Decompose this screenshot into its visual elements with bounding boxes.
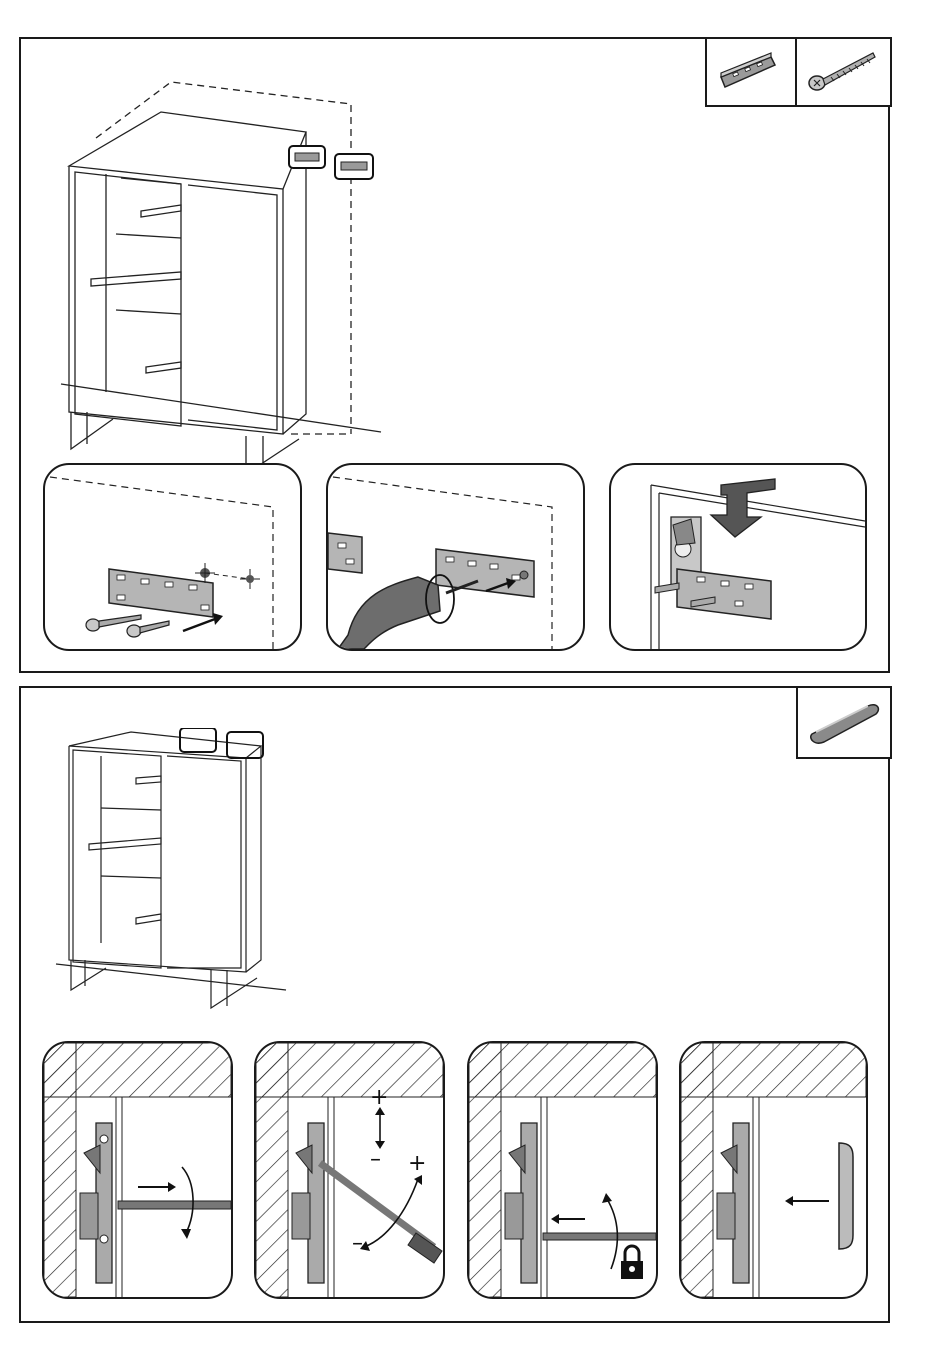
cabinet-illustration-1 (51, 74, 411, 484)
part-screw (795, 37, 892, 107)
detail-attach-cover-cap (679, 1041, 868, 1299)
cabinet-illustration-2 (51, 728, 311, 1018)
part-cover-cap (796, 686, 892, 759)
plus-sign-vertical: + (370, 1085, 388, 1110)
step-2-panel: + – + – (19, 686, 890, 1323)
minus-sign-vertical: – (370, 1147, 381, 1172)
detail-lock-bracket (467, 1041, 658, 1299)
part-mounting-rail (705, 37, 797, 107)
lock-icon (621, 1246, 643, 1279)
detail-mark-and-screw-rail (43, 463, 302, 651)
detail-adjust-depth (42, 1041, 233, 1299)
detail-adjust-height: + – + – (254, 1041, 445, 1299)
plus-sign-rotation: + (408, 1151, 426, 1176)
mounting-rail-icon (707, 39, 795, 105)
cover-cap-icon (798, 688, 890, 757)
detail-hang-cabinet-on-rail (609, 463, 867, 651)
screw-icon (797, 39, 890, 105)
step-1-panel (19, 37, 890, 673)
detail-drill-rail-to-wall (326, 463, 585, 651)
minus-sign-rotation: – (352, 1231, 363, 1256)
